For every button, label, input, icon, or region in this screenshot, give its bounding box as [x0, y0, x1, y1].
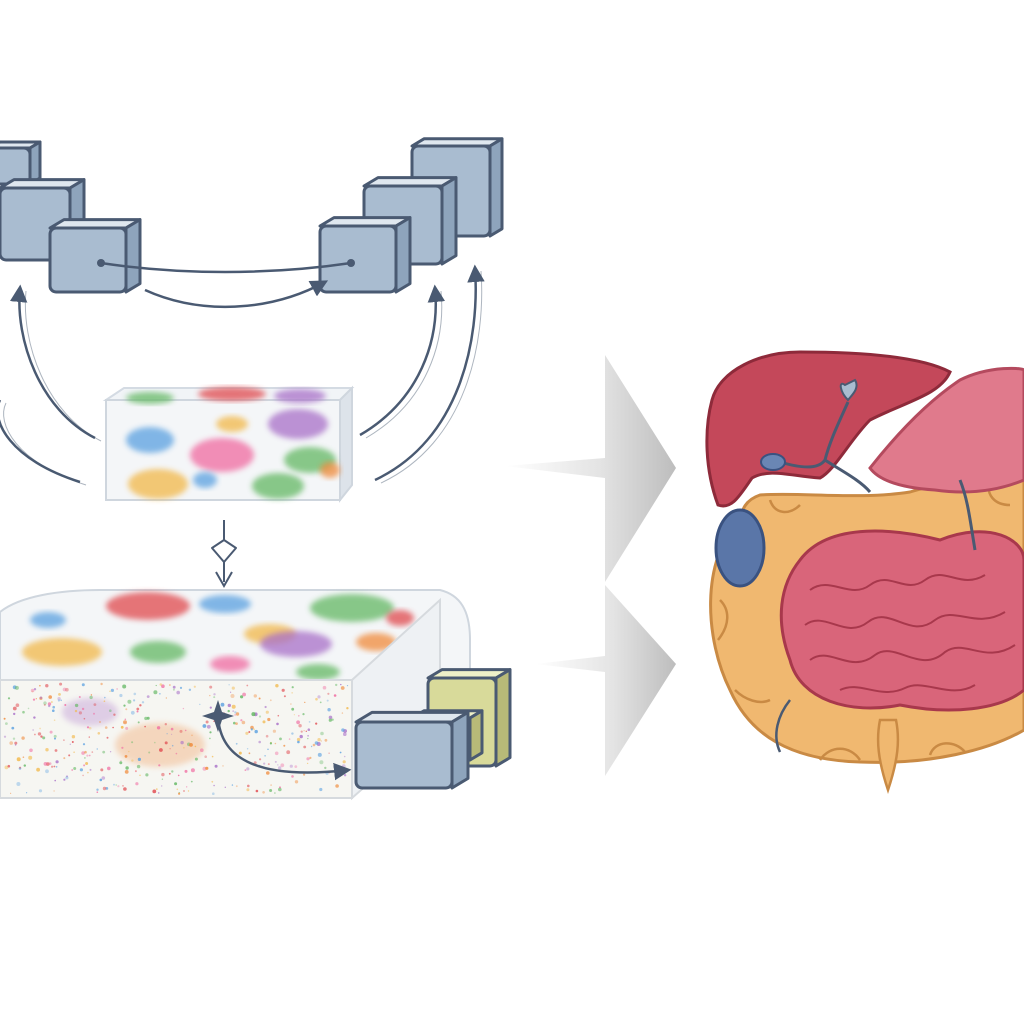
- color-blob: [193, 472, 217, 488]
- color-blob: [274, 389, 326, 403]
- cube-node-1: [0, 140, 42, 186]
- color-blob: [320, 462, 340, 478]
- cube-network: [0, 137, 504, 309]
- cube-node-3: [48, 218, 142, 294]
- color-blob: [198, 387, 266, 401]
- cube-node-4: [318, 216, 412, 294]
- spleen: [714, 508, 766, 588]
- color-blob: [126, 392, 174, 404]
- digestive-organs-illustration: [705, 350, 1024, 794]
- color-blob: [268, 409, 328, 439]
- connection-line: [100, 261, 352, 274]
- appendix: [876, 718, 900, 794]
- color-blob: [30, 612, 66, 628]
- tissue-slab: [0, 589, 512, 801]
- small-intestine: [779, 529, 1024, 712]
- color-blob: [356, 633, 396, 651]
- big-arrow-lower-icon: [535, 585, 676, 776]
- feature-block: [102, 385, 355, 503]
- color-blob: [260, 631, 332, 657]
- arrow-right-outer: [374, 264, 485, 482]
- down-arrow-icon: [211, 520, 237, 589]
- big-arrow-upper-icon: [505, 355, 676, 582]
- color-blob: [190, 438, 254, 472]
- feedback-arrows: [0, 264, 485, 486]
- cube-blue-out: [354, 710, 470, 790]
- color-blob: [126, 427, 174, 453]
- arrow-left-outer: [0, 400, 81, 484]
- color-blob: [130, 641, 186, 663]
- arrow-right-inner: [359, 284, 446, 437]
- color-blob: [22, 638, 102, 666]
- color-blob: [296, 664, 340, 680]
- gallbladder: [839, 378, 858, 402]
- color-blob: [210, 656, 250, 672]
- color-blob: [106, 592, 190, 620]
- color-blob: [386, 610, 414, 626]
- color-blob: [128, 469, 188, 499]
- noise-speckles: [3, 682, 349, 795]
- color-blob: [216, 416, 248, 432]
- color-blob: [252, 473, 304, 499]
- connection-arrow: [144, 280, 329, 309]
- color-blob: [310, 594, 394, 622]
- color-blob: [199, 595, 251, 613]
- arrow-left-inner: [9, 284, 96, 440]
- slab-arrow: [216, 715, 352, 781]
